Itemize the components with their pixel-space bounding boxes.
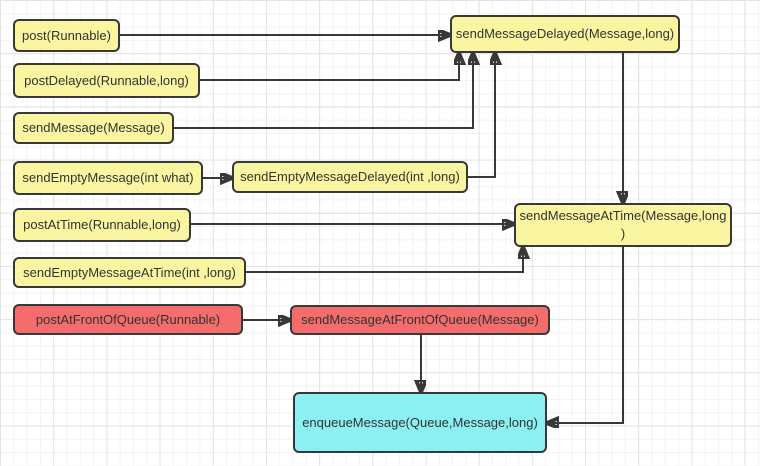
node-send-message-at-time[interactable]: sendMessageAtTime(Message,long )	[514, 203, 732, 247]
node-send-message-at-front-of-queue-label: sendMessageAtFrontOfQueue(Message)	[301, 312, 539, 328]
node-enqueue-message-label: enqueueMessage(Queue,Message,long)	[302, 414, 538, 430]
node-send-empty-message[interactable]: sendEmptyMessage(int what)	[13, 161, 203, 195]
node-send-message-label: sendMessage(Message)	[22, 120, 165, 136]
node-send-empty-message-at-time-label: sendEmptyMessageAtTime(int ,long)	[23, 264, 236, 280]
edge-postdelayed-to-sendmessagedelayed[interactable]	[200, 53, 459, 81]
edge-sendmessageattime-to-enqueuemessage[interactable]	[547, 247, 624, 423]
edge-sendemptymessageattime-to-sendmessageattime[interactable]	[246, 247, 523, 273]
node-post-label: post(Runnable)	[22, 27, 111, 43]
node-send-message-delayed-label: sendMessageDelayed(Message,long)	[455, 26, 675, 42]
node-send-empty-message-delayed-label: sendEmptyMessageDelayed(int ,long)	[240, 169, 460, 185]
node-enqueue-message[interactable]: enqueueMessage(Queue,Message,long)	[293, 392, 547, 453]
edge-sendemptymessagedelayed-to-sendmessagedelayed[interactable]	[468, 53, 495, 178]
node-send-empty-message-at-time[interactable]: sendEmptyMessageAtTime(int ,long)	[13, 257, 246, 288]
node-post-at-front-of-queue[interactable]: postAtFrontOfQueue(Runnable)	[13, 304, 243, 335]
node-post[interactable]: post(Runnable)	[13, 19, 120, 52]
node-post-at-time[interactable]: postAtTime(Runnable,long)	[13, 208, 191, 242]
edge-sendmessage-to-sendmessagedelayed[interactable]	[174, 53, 473, 129]
node-post-at-time-label: postAtTime(Runnable,long)	[23, 217, 181, 233]
node-send-empty-message-delayed[interactable]: sendEmptyMessageDelayed(int ,long)	[232, 161, 468, 193]
node-send-message[interactable]: sendMessage(Message)	[13, 112, 174, 144]
node-send-message-at-time-label: sendMessageAtTime(Message,long )	[519, 208, 727, 241]
node-post-at-front-of-queue-label: postAtFrontOfQueue(Runnable)	[35, 311, 221, 327]
node-post-delayed-label: postDelayed(Runnable,long)	[24, 72, 189, 88]
node-post-delayed[interactable]: postDelayed(Runnable,long)	[13, 63, 200, 98]
node-send-empty-message-label: sendEmptyMessage(int what)	[22, 170, 194, 186]
node-send-message-at-front-of-queue[interactable]: sendMessageAtFrontOfQueue(Message)	[290, 305, 550, 335]
node-send-message-delayed[interactable]: sendMessageDelayed(Message,long)	[450, 15, 680, 53]
